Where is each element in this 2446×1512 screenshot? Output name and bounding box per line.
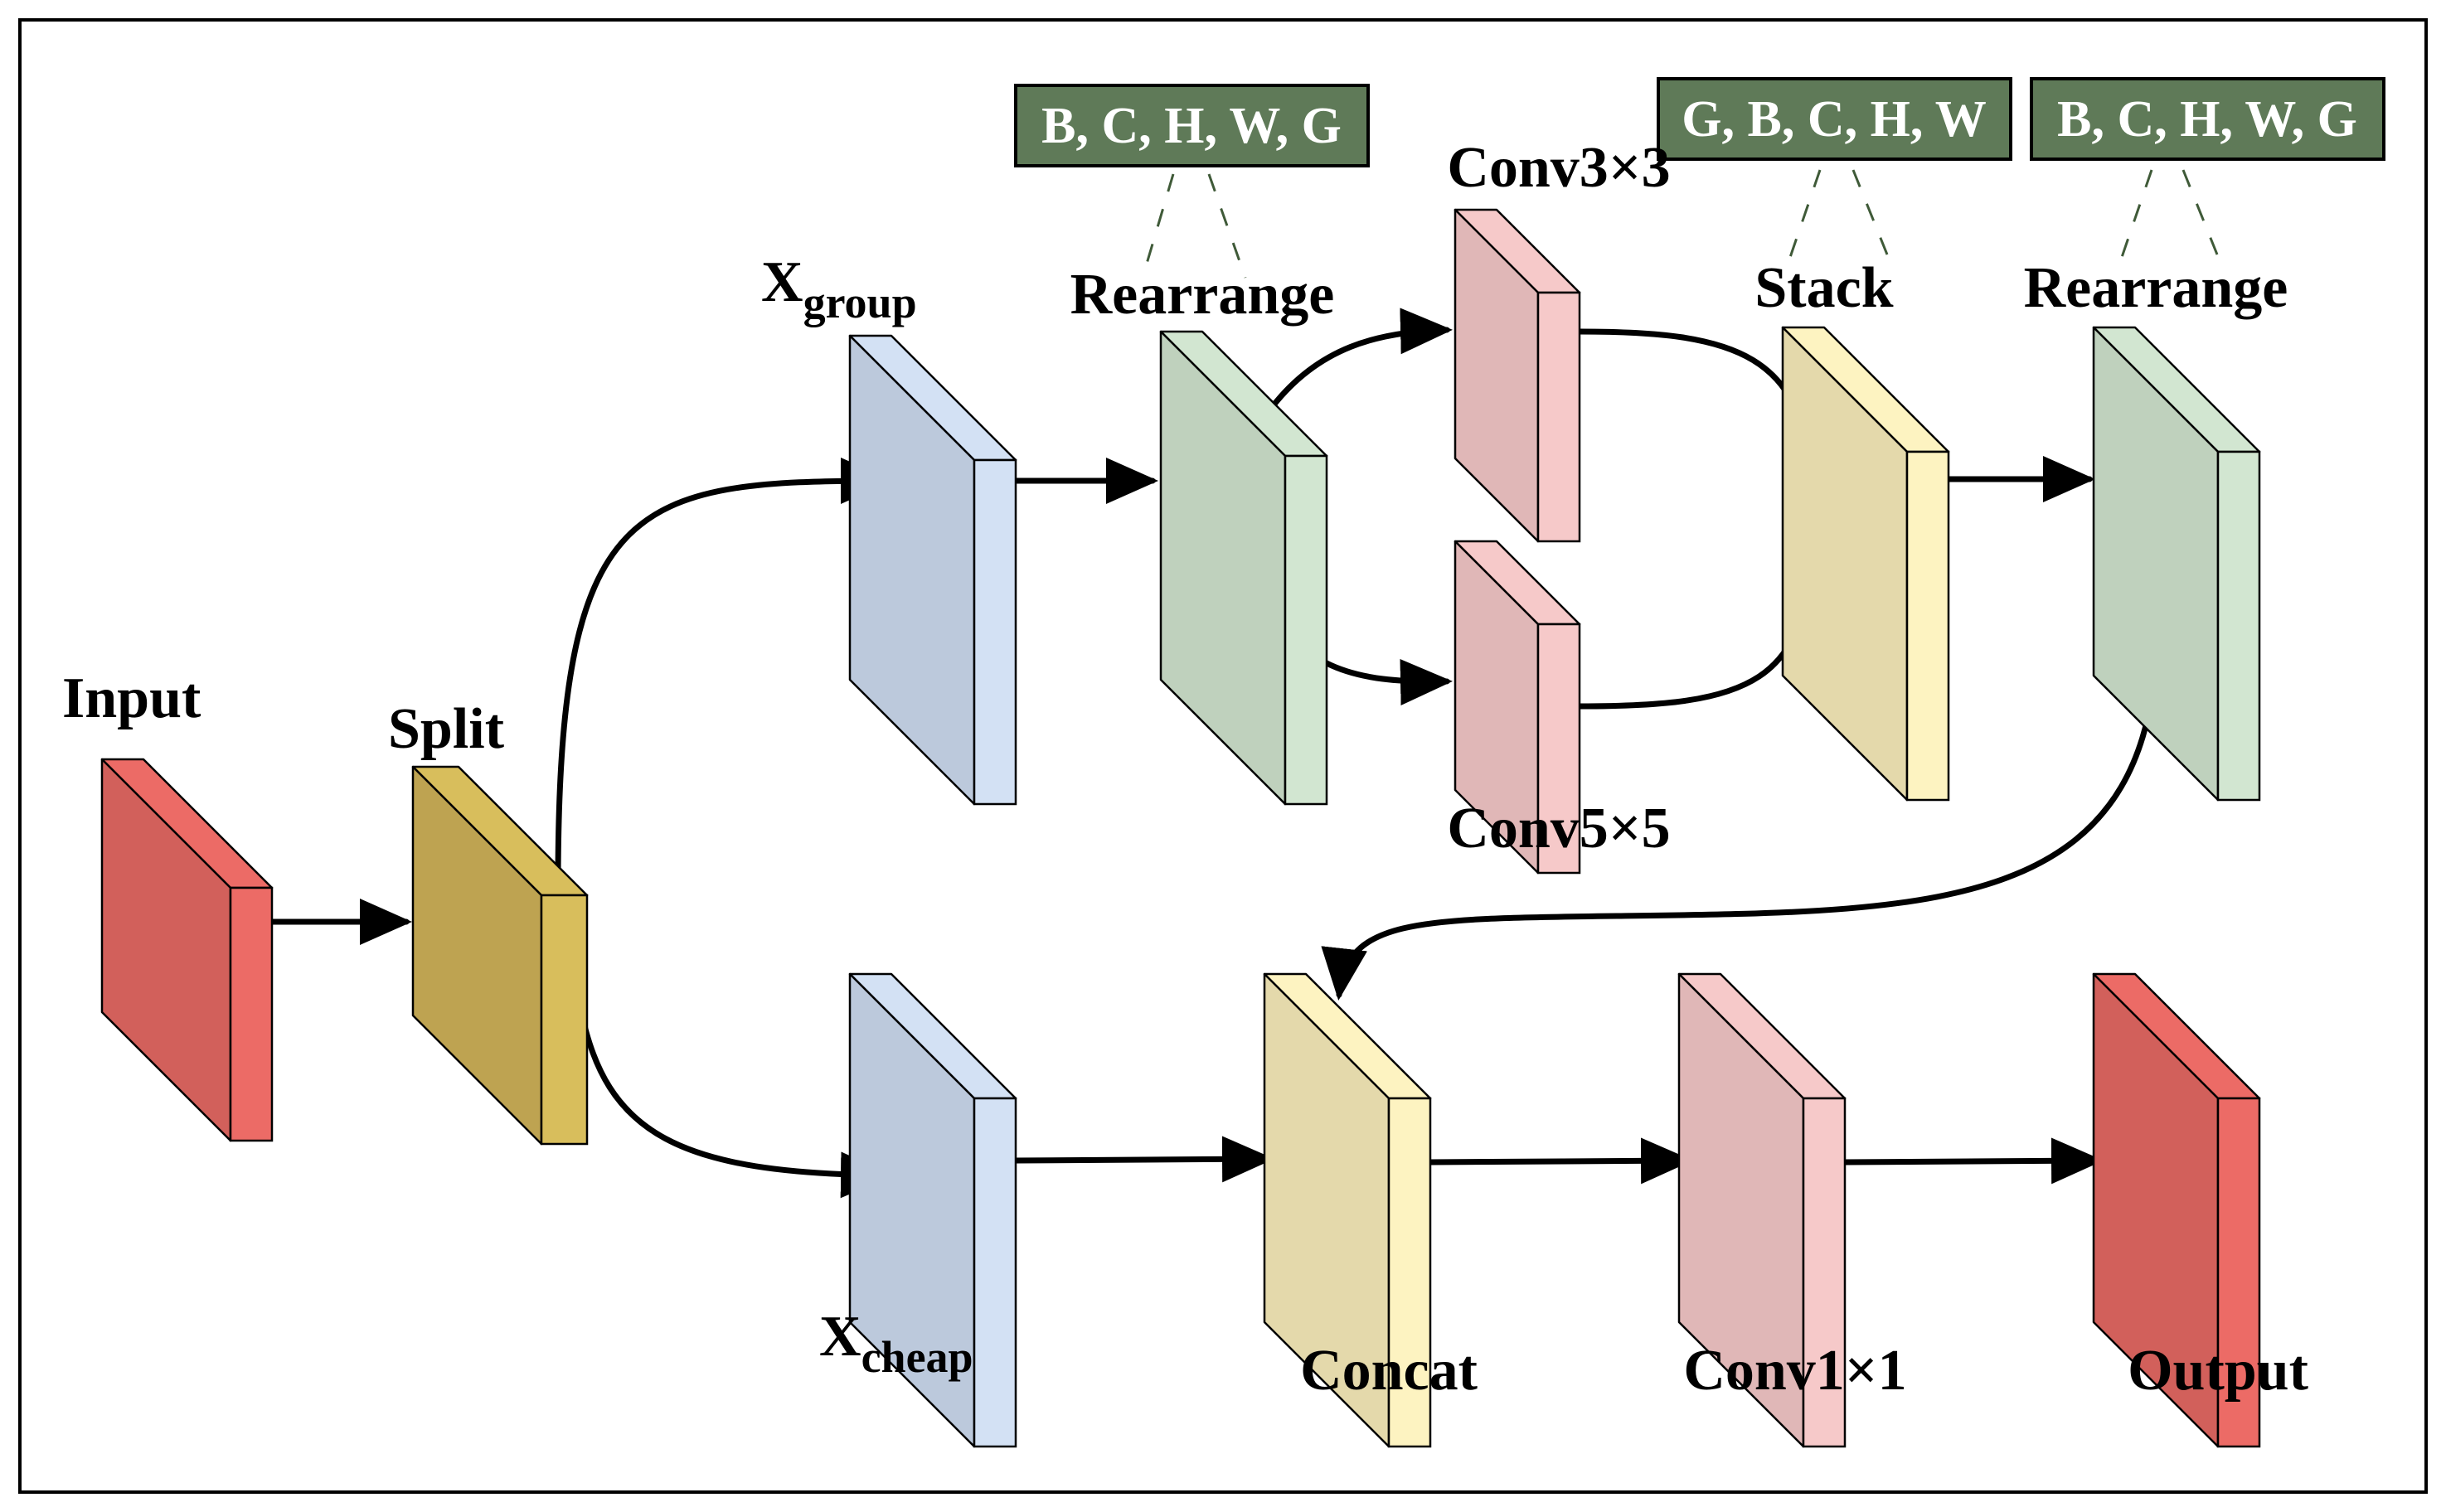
label-xgroup: Xgroup <box>761 250 917 327</box>
shape-tag-rearrange2: B, C, H, W, G <box>2030 77 2385 161</box>
label-conv5: Conv5×5 <box>1447 797 1670 860</box>
shape-tag-rearrange2-text: B, C, H, W, G <box>2057 91 2357 148</box>
label-xcheap: Xcheap <box>819 1305 973 1382</box>
arrow-split-xcheap <box>577 1004 893 1199</box>
block-xcheap <box>848 972 1017 1448</box>
label-rearrange2: Rearrange <box>2024 256 2288 320</box>
label-xcheap-sub: cheap <box>861 1332 973 1382</box>
block-output-side <box>2216 1097 2261 1448</box>
block-conv5-side <box>1536 623 1581 875</box>
block-output <box>2092 972 2261 1448</box>
block-concat <box>1263 972 1432 1448</box>
block-xgroup-side <box>973 458 1017 806</box>
block-stack <box>1781 326 1950 802</box>
label-stack: Stack <box>1754 256 1893 320</box>
block-rearrange2 <box>2092 326 2261 802</box>
shape-tag-rearrange1-text: B, C, H, W, G <box>1041 98 1342 154</box>
block-rearrange2-side <box>2216 450 2261 802</box>
label-concat: Concat <box>1300 1339 1478 1403</box>
label-xgroup-sub: group <box>803 278 917 327</box>
block-conv3-side <box>1536 291 1581 543</box>
block-rearrange1-side <box>1284 454 1328 806</box>
block-conv1-side <box>1802 1097 1847 1448</box>
arrow-rearrange1-conv5 <box>1323 659 1453 706</box>
label-input: Input <box>62 666 201 730</box>
block-split-side <box>540 894 589 1146</box>
label-xgroup-main: X <box>761 250 803 314</box>
block-concat-side <box>1387 1097 1432 1448</box>
shape-tag-stack: G, B, C, H, W <box>1657 77 2012 161</box>
block-input-side <box>229 886 274 1142</box>
label-output: Output <box>2128 1339 2308 1403</box>
block-conv5 <box>1454 540 1581 875</box>
arrow-rearrange1-conv3 <box>1269 308 1453 410</box>
block-split <box>411 765 589 1146</box>
arrow-xcheap-concat <box>1012 1136 1274 1183</box>
node-labels: Input Split Xgroup Rearrange Conv3×3 Con… <box>62 136 2308 1403</box>
label-xcheap-main: X <box>819 1305 861 1369</box>
block-xgroup <box>848 334 1017 806</box>
shape-tag-rearrange1: B, C, H, W, G <box>1014 84 1370 167</box>
shape-tag-stack-text: G, B, C, H, W <box>1682 91 1986 148</box>
block-conv1 <box>1677 972 1847 1448</box>
tag-leaders <box>1141 169 2224 279</box>
block-xcheap-side <box>973 1097 1017 1448</box>
arrow-concat-conv1 <box>1427 1137 1693 1185</box>
block-stack-side <box>1905 450 1950 802</box>
diagram-frame <box>18 18 2428 1494</box>
block-input <box>100 758 274 1142</box>
arrow-rearrange2-concat <box>1321 614 2161 1001</box>
label-conv3: Conv3×3 <box>1447 136 1670 200</box>
block-rearrange1 <box>1159 330 1328 806</box>
blocks <box>100 208 2261 1448</box>
connectors <box>266 308 2161 1199</box>
block-conv3 <box>1454 208 1581 543</box>
arrow-split-xgroup <box>555 458 893 890</box>
label-rearrange1: Rearrange <box>1070 263 1335 327</box>
arrow-conv1-output <box>1842 1137 2104 1185</box>
label-split: Split <box>388 697 504 761</box>
label-conv1: Conv1×1 <box>1683 1339 1906 1403</box>
